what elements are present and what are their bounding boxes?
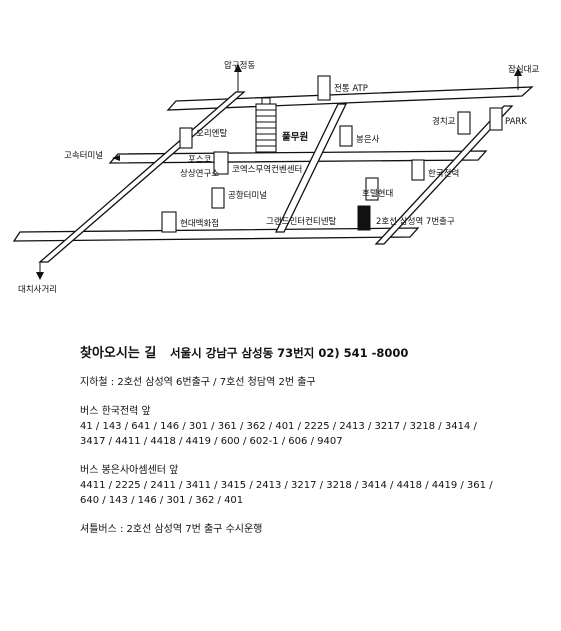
bus-hanguk-title: 버스 한국전력 앞 — [80, 406, 151, 417]
label-gonghang-terminal: 공항터미널 — [228, 191, 267, 201]
shuttle-line: 셔틀버스 : 2호선 삼성역 7번 출구 수시운행 — [80, 524, 263, 535]
building-park — [489, 107, 503, 131]
building-hyundai — [161, 211, 177, 233]
arrow-up-icon — [514, 68, 522, 76]
buildings — [161, 75, 503, 233]
address: 서울시 강남구 삼성동 73번지 02) 541 -8000 — [169, 346, 409, 360]
road-diagonal-mid — [274, 103, 348, 233]
building-tower — [255, 97, 277, 153]
label-sangsang: 상상연구소 — [180, 168, 219, 179]
label-hanguk: 한국전력 — [428, 168, 459, 179]
label-hyundai: 현대백화점 — [180, 218, 219, 229]
title-line: 찾아오시는 길 서울시 강남구 삼성동 73번지 02) 541 -8000 — [80, 346, 540, 361]
building-jeongjigyo — [457, 111, 471, 135]
directions-title: 찾아오시는 길 — [80, 346, 157, 361]
label-oriental: 오리엔탈 — [196, 128, 227, 139]
building-gonghang — [211, 187, 225, 209]
label-bongeunsa: 봉은사 — [356, 135, 380, 145]
road-diagonal-east — [374, 105, 514, 245]
label-daechi: 대치사거리 — [18, 285, 57, 295]
label-jeontong-atp: 전통 ATP — [334, 83, 368, 94]
arrow-down-icon — [36, 272, 44, 280]
label-apgujeong: 압구정동 — [224, 60, 255, 71]
road-diagonal-west — [38, 91, 246, 263]
arrow-up-icon — [234, 64, 242, 72]
subway-line: 지하철 : 2호선 삼성역 6번출구 / 7호선 청담역 2번 출구 — [80, 377, 316, 388]
bus-bongeunsa-routes-2: 640 / 143 / 146 / 301 / 362 / 401 — [80, 495, 244, 506]
label-hanseon: 호텔현대 — [362, 188, 393, 199]
label-gosok-terminal: 고속터미널 — [64, 151, 103, 161]
label-coex: 코엑스무역컨벤센터 — [232, 164, 302, 175]
bus-bongeunsa-routes-1: 4411 / 2225 / 2411 / 3411 / 3415 / 2413 … — [80, 480, 493, 491]
label-jamsil-bridge: 잠실대교 — [508, 64, 539, 75]
subway-info: 지하철 : 2호선 삼성역 6번출구 / 7호선 청담역 2번 출구 — [80, 375, 540, 390]
building-posco — [213, 151, 229, 175]
bus-hanguk-routes-2: 3417 / 4411 / 4418 / 4419 / 600 / 602-1 … — [80, 436, 343, 447]
building-jeontong — [317, 75, 331, 101]
label-pulmuone: 풀무원 — [282, 131, 308, 143]
building-hanguk — [411, 159, 425, 181]
label-samseong-exit7: 2호선 삼성역 7번출구 — [376, 216, 455, 227]
building-samseong-station — [357, 205, 371, 231]
label-grand-intercontinental: 그랜드인터컨티넨탈 — [266, 216, 337, 227]
road-middle — [108, 150, 488, 164]
location-map: 압구정동 잠실대교 고속터미널 대치사거리 전통 ATP 오리엔탈 풀무원 봉은… — [12, 60, 539, 295]
bus-hanguk-routes-1: 41 / 143 / 641 / 146 / 301 / 361 / 362 /… — [80, 421, 477, 432]
label-park: PARK — [505, 117, 527, 127]
bus-bongeunsa-info: 버스 봉은사아셈센터 앞 4411 / 2225 / 2411 / 3411 /… — [80, 463, 540, 508]
label-jeongjigyo: 경치교 — [432, 116, 456, 127]
building-bongeunsa — [339, 125, 353, 147]
bus-bongeunsa-title: 버스 봉은사아셈센터 앞 — [80, 465, 179, 476]
road-network — [12, 68, 534, 275]
arrow-left-icon — [112, 155, 120, 161]
bus-hanguk-info: 버스 한국전력 앞 41 / 143 / 641 / 146 / 301 / 3… — [80, 404, 540, 449]
shuttle-info: 셔틀버스 : 2호선 삼성역 7번 출구 수시운행 — [80, 522, 540, 537]
directions-info: 찾아오시는 길 서울시 강남구 삼성동 73번지 02) 541 -8000 지… — [80, 346, 540, 551]
label-posco: 포스코 — [188, 155, 212, 165]
building-hanseon — [365, 177, 379, 201]
building-oriental — [179, 127, 193, 149]
